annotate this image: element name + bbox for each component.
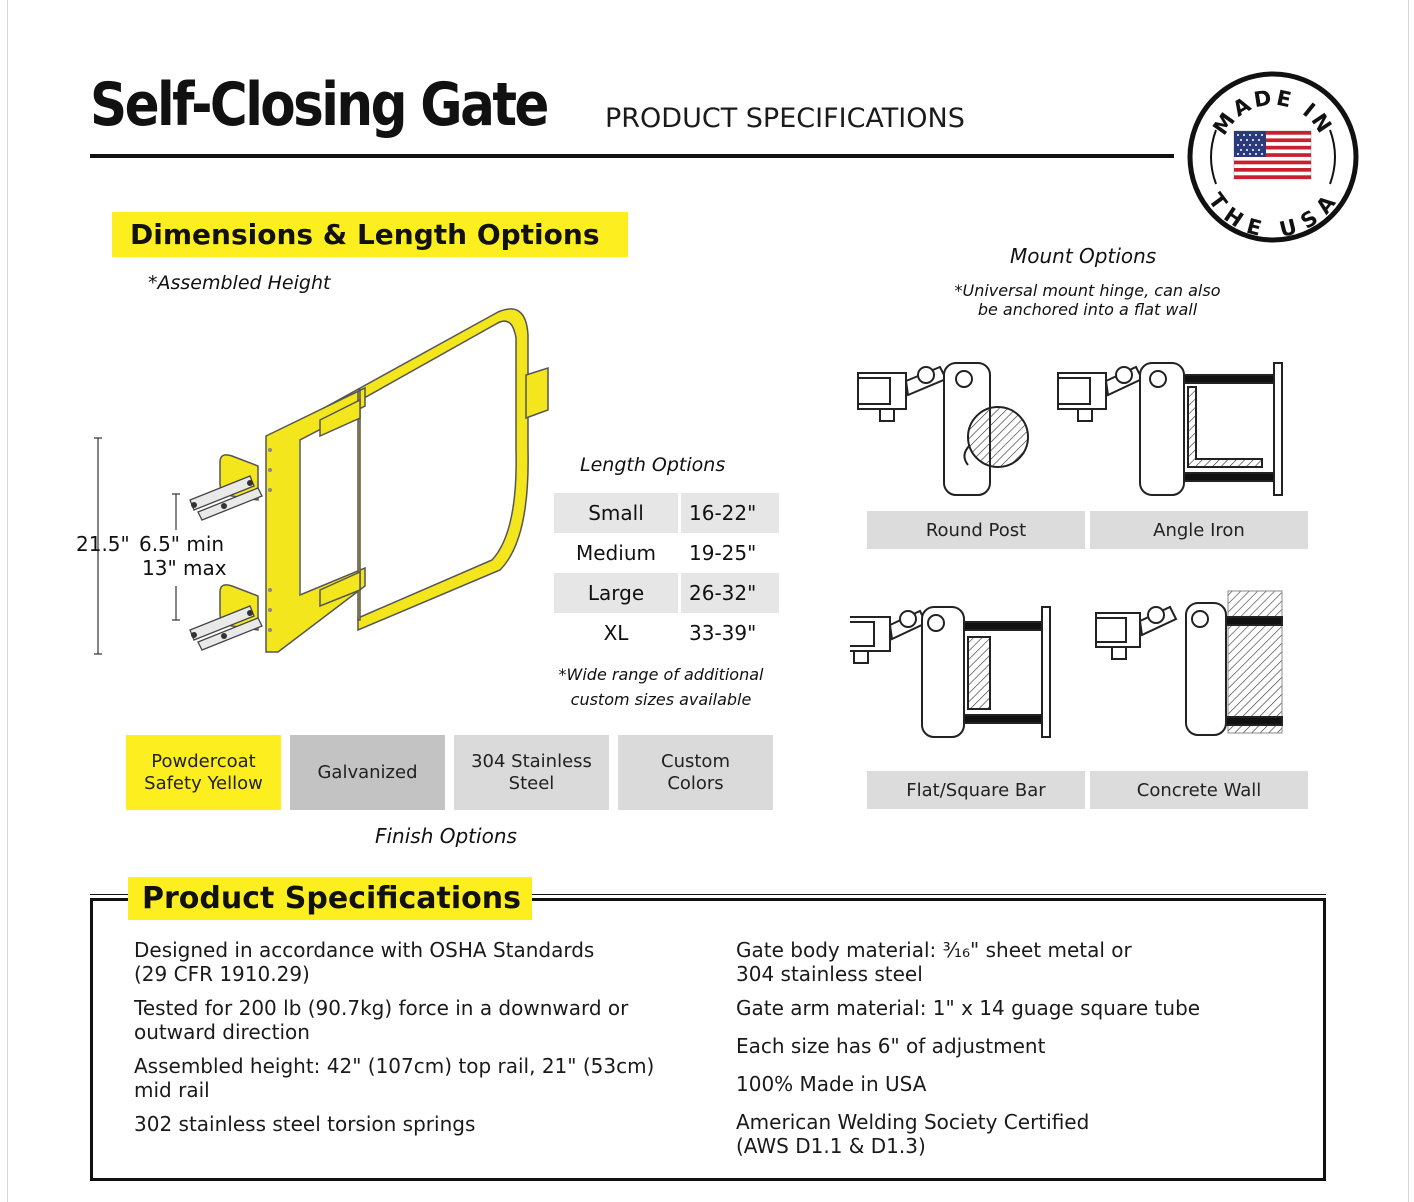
- spec-line: American Welding Society Certified: [736, 1110, 1090, 1134]
- mount-note-line1: *Universal mount hinge, can also: [954, 281, 1221, 300]
- specs-box-top-rule: [90, 894, 1326, 895]
- length-options-title: Length Options: [580, 454, 726, 476]
- spacing-min-label: 6.5" min: [139, 532, 225, 556]
- page-subtitle: PRODUCT SPECIFICATIONS: [605, 103, 965, 134]
- list-item: Tested for 200 lb (90.7kg) force in a do…: [134, 996, 694, 1044]
- round-post-mount-icon: [857, 362, 1029, 496]
- size-name: Large: [554, 573, 678, 613]
- mount-note-line2: be anchored into a flat wall: [977, 300, 1198, 319]
- finish-label-line1: Galvanized: [317, 761, 418, 783]
- list-item: Designed in accordance with OSHA Standar…: [134, 938, 694, 986]
- spec-line: Gate arm material: 1" x 14 guage square …: [736, 996, 1201, 1020]
- list-item: 100% Made in USA: [736, 1072, 1296, 1096]
- mount-label-angle-iron: Angle Iron: [1090, 511, 1308, 549]
- finish-label-line2: Steel: [508, 772, 555, 794]
- size-name: Small: [554, 493, 678, 533]
- custom-sizes-note: *Wide range of additional custom sizes a…: [552, 662, 770, 712]
- finish-label-line2: Safety Yellow: [144, 772, 263, 794]
- spec-line: (29 CFR 1910.29): [134, 962, 310, 986]
- page-edge-left: [7, 0, 8, 1202]
- page-title: Self-Closing Gate: [90, 70, 549, 140]
- spec-line: 302 stainless steel torsion springs: [134, 1112, 476, 1136]
- mount-label-flat-square-bar: Flat/Square Bar: [867, 771, 1085, 809]
- spacing-max-label: 13" max: [142, 556, 227, 580]
- table-row: Medium 19-25": [554, 533, 779, 573]
- length-options-table: Small 16-22" Medium 19-25" Large 26-32" …: [551, 493, 782, 653]
- size-name: XL: [603, 621, 629, 645]
- mount-label-round-post: Round Post: [867, 511, 1085, 549]
- specs-box: [90, 898, 1326, 1181]
- mount-diagrams: [850, 362, 1283, 738]
- list-item: Gate body material: ³⁄₁₆" sheet metal or…: [736, 938, 1296, 986]
- table-row: XL 33-39": [554, 613, 779, 653]
- list-item: Gate arm material: 1" x 14 guage square …: [736, 996, 1296, 1020]
- product-specs-heading: Product Specifications: [128, 877, 532, 920]
- spec-line: (AWS D1.1 & D1.3): [736, 1134, 926, 1158]
- spec-line: outward direction: [134, 1020, 310, 1044]
- assembled-height-note: *Assembled Height: [148, 272, 331, 294]
- mount-label-concrete-wall: Concrete Wall: [1090, 771, 1308, 809]
- custom-sizes-note-line2: custom sizes available: [570, 690, 752, 709]
- spec-line: 100% Made in USA: [736, 1072, 927, 1096]
- title-divider: [90, 154, 1174, 158]
- height-dimension-label: 21.5": [76, 532, 130, 556]
- finish-label-line2: Colors: [667, 772, 724, 794]
- spec-line: mid rail: [134, 1078, 210, 1102]
- size-range: 16-22": [681, 493, 779, 533]
- mount-options-note: *Universal mount hinge, can also be anch…: [945, 281, 1230, 319]
- spec-line: Designed in accordance with OSHA Standar…: [134, 938, 595, 962]
- flat-square-bar-mount-icon: [850, 606, 1051, 738]
- us-flag-icon: [1233, 130, 1312, 180]
- finish-option-galvanized: Galvanized: [290, 735, 445, 810]
- size-range: 19-25": [689, 541, 757, 565]
- list-item: 302 stainless steel torsion springs: [134, 1112, 694, 1136]
- list-item: Assembled height: 42" (107cm) top rail, …: [134, 1054, 694, 1102]
- spec-line: Each size has 6" of adjustment: [736, 1034, 1046, 1058]
- dimension-lines: [94, 437, 180, 655]
- concrete-wall-mount-icon: [1095, 590, 1283, 736]
- spec-line: Tested for 200 lb (90.7kg) force in a do…: [134, 996, 629, 1020]
- spec-line: Assembled height: 42" (107cm) top rail, …: [134, 1054, 655, 1078]
- finish-label-line1: Powdercoat: [151, 750, 256, 772]
- specs-right-column: Gate body material: ³⁄₁₆" sheet metal or…: [736, 938, 1296, 1168]
- page-edge-right: [1408, 0, 1409, 1202]
- self-closing-gate-illustration: [189, 308, 549, 653]
- specs-left-column: Designed in accordance with OSHA Standar…: [134, 938, 694, 1146]
- table-row: Large 26-32": [554, 573, 779, 613]
- dimensions-heading: Dimensions & Length Options: [112, 212, 628, 257]
- finish-label-line1: Custom: [661, 750, 730, 772]
- angle-iron-mount-icon: [1057, 362, 1283, 496]
- size-range: 33-39": [689, 621, 757, 645]
- mount-options-title: Mount Options: [1010, 244, 1157, 268]
- list-item: American Welding Society Certified(AWS D…: [736, 1110, 1296, 1158]
- custom-sizes-note-line1: *Wide range of additional: [558, 665, 764, 684]
- size-name: Medium: [576, 541, 656, 565]
- list-item: Each size has 6" of adjustment: [736, 1034, 1296, 1058]
- finish-label-line1: 304 Stainless: [471, 750, 592, 772]
- table-row: Small 16-22": [554, 493, 779, 533]
- spec-line: Gate body material: ³⁄₁₆" sheet metal or: [736, 938, 1132, 962]
- finish-options-title: Finish Options: [375, 824, 517, 848]
- spec-line: 304 stainless steel: [736, 962, 923, 986]
- size-range: 26-32": [681, 573, 779, 613]
- made-in-usa-badge: MADE IN THE USA: [1187, 71, 1359, 243]
